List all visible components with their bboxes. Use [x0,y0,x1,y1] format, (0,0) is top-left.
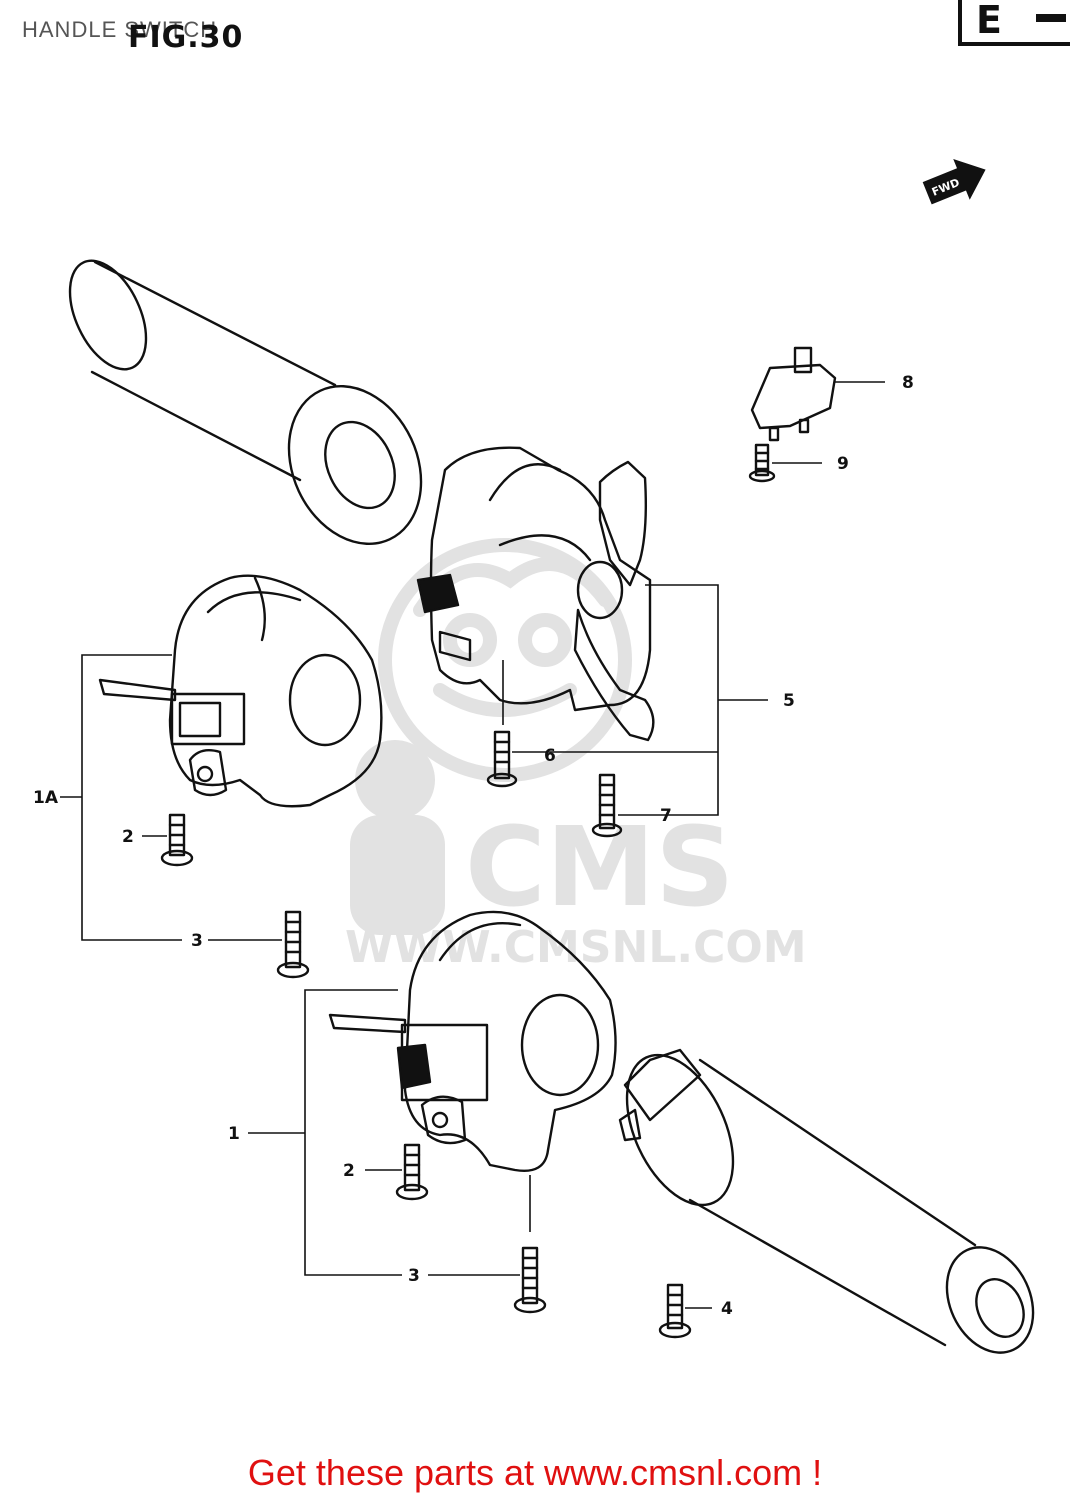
callout-3-upper: 3 [191,931,203,951]
screw-7 [591,773,623,838]
fwd-arrow-icon: FWD [922,158,986,205]
callout-7: 7 [660,806,672,826]
callout-9: 9 [837,454,849,474]
corner-code: E [976,0,1002,42]
callout-4: 4 [721,1299,733,1319]
right-handle-switch-5 [416,446,655,742]
right-grip [618,1048,1035,1354]
callout-2-lower: 2 [343,1161,355,1181]
section-title: HANDLE SWITCH [22,17,218,42]
callout-2-upper: 2 [122,827,134,847]
watermark-url: WWW.CMSNL.COM [345,922,807,973]
left-handle-switch-1a [98,574,383,808]
screw-2-lower [395,1143,429,1201]
footer-link-text[interactable]: Get these parts at www.cmsnl.com ! [247,1452,823,1493]
clutch-switch-8 [750,346,837,442]
left-grip [68,259,423,546]
callout-1a: 1A [33,788,59,808]
screw-6 [486,730,518,788]
corner-code-dash [1036,14,1066,22]
leader-lines [60,381,885,1309]
callout-6: 6 [544,746,556,766]
watermark-mechanic [350,740,445,935]
callout-8: 8 [902,373,914,393]
callouts: 1 1A 2 2 3 3 4 5 6 7 8 9 [33,373,914,1319]
screw-9 [748,443,776,483]
corner-code-box [958,0,1070,46]
screw-3-lower [513,1246,547,1314]
watermark: CMS WWW.CMSNL.COM [345,538,807,973]
screw-3-upper [276,910,310,979]
screw-4 [658,1283,692,1339]
callout-3-lower: 3 [408,1266,420,1286]
screw-2-upper [160,813,194,867]
lower-handle-switch-1 [328,910,617,1172]
callout-1: 1 [228,1124,240,1144]
figure-number: FIG.30 [128,20,244,55]
callout-5: 5 [783,691,795,711]
